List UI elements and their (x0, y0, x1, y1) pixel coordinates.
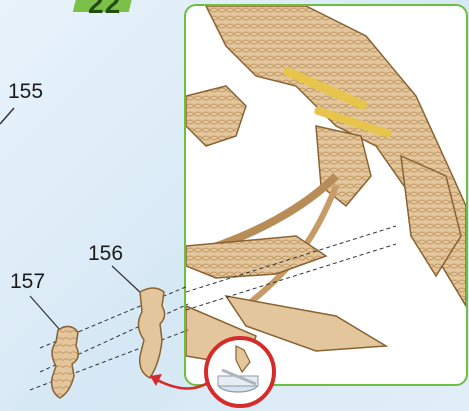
wood-part-157 (52, 326, 79, 398)
glue-pot-icon (206, 338, 274, 406)
leader-line-157 (30, 296, 60, 330)
assembly-arrow-head (150, 374, 162, 386)
leader-line-156 (112, 266, 142, 294)
wood-part-156 (138, 288, 164, 378)
